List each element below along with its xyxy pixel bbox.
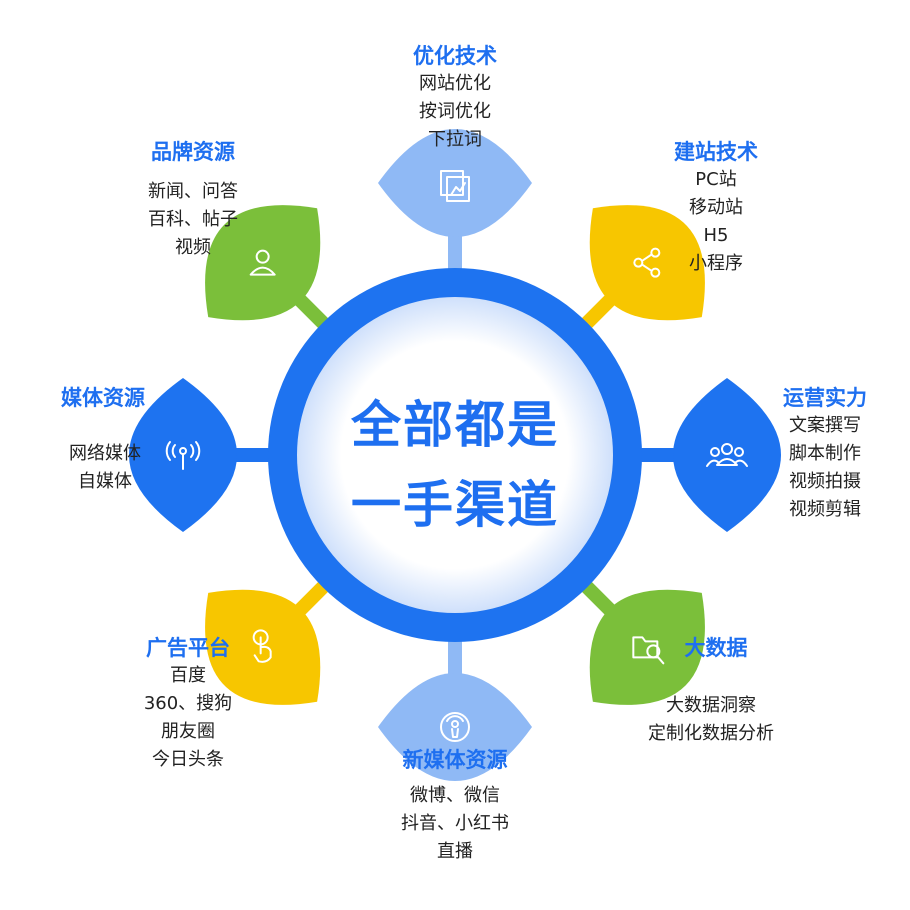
node-item: 视频拍摄 — [789, 471, 861, 492]
center-line-2: 一手渠道 — [351, 476, 559, 534]
center-slogan: 全部都是 一手渠道 — [300, 385, 610, 545]
node-title: 品牌资源 — [151, 140, 235, 164]
node-item: 小程序 — [689, 253, 743, 274]
node-title: 广告平台 — [146, 636, 230, 660]
node-xinmeiti-items: 微博、微信 抖音、小红书 直播 — [365, 782, 545, 866]
node-item: 大数据洞察 — [666, 695, 756, 716]
node-item: 下拉词 — [428, 129, 482, 150]
broadcast-icon — [165, 441, 201, 470]
node-xinmeiti: 新媒体资源 — [375, 746, 535, 774]
node-guanggao: 广告平台 百度 360、搜狗 朋友圈 今日头条 — [118, 634, 258, 774]
hub-inner — [297, 297, 613, 613]
touch-icon — [252, 629, 272, 663]
node-jianzhan: 建站技术 PC站 移动站 H5 小程序 — [646, 138, 786, 278]
folder-search-icon — [632, 636, 665, 665]
node-item: 视频 — [175, 237, 211, 258]
node-title: 大数据 — [684, 636, 748, 660]
node-item: H5 — [703, 225, 729, 246]
node-meiti-items: 网络媒体 自媒体 — [30, 440, 180, 496]
leaf-jianzhan — [589, 205, 705, 321]
node-item: 文案撰写 — [789, 415, 861, 436]
leaf-dashuju — [589, 589, 705, 705]
node-yunying: 运营实力 文案撰写 脚本制作 视频拍摄 视频剪辑 — [750, 384, 900, 524]
podcast-icon — [440, 712, 470, 742]
node-dashuju-items: 大数据洞察 定制化数据分析 — [606, 692, 816, 748]
node-item: 视频剪辑 — [789, 499, 861, 520]
node-meiti: 媒体资源 — [38, 384, 168, 412]
center-line-1: 全部都是 — [351, 396, 559, 454]
node-item: 脚本制作 — [789, 443, 861, 464]
node-item: 抖音、小红书 — [401, 813, 509, 834]
chart-icon — [440, 170, 470, 202]
team-icon — [706, 443, 748, 467]
node-item: 百度 — [170, 665, 206, 686]
user-icon — [249, 249, 276, 276]
leaf-youhua — [378, 129, 532, 237]
node-youhua: 优化技术 网站优化 按词优化 下拉词 — [375, 42, 535, 154]
share-icon — [633, 247, 661, 278]
node-item: PC站 — [695, 169, 737, 190]
node-item: 按词优化 — [419, 101, 491, 122]
node-item: 移动站 — [689, 197, 743, 218]
node-item: 网络媒体 — [69, 443, 141, 464]
node-item: 朋友圈 — [161, 721, 215, 742]
node-item: 微博、微信 — [410, 785, 500, 806]
node-item: 定制化数据分析 — [648, 723, 774, 744]
node-item: 新闻、问答 — [148, 181, 238, 202]
node-item: 自媒体 — [78, 471, 132, 492]
node-pinpai: 品牌资源 — [128, 138, 258, 166]
node-title: 优化技术 — [413, 44, 497, 68]
node-title: 新媒体资源 — [402, 748, 508, 772]
node-item: 网站优化 — [419, 73, 491, 94]
node-dashuju: 大数据 — [676, 634, 756, 662]
node-item: 今日头条 — [152, 749, 224, 770]
node-pinpai-items: 新闻、问答 百科、帖子 视频 — [118, 178, 268, 262]
node-title: 运营实力 — [783, 386, 867, 410]
node-title: 媒体资源 — [61, 386, 145, 410]
node-item: 百科、帖子 — [148, 209, 238, 230]
node-item: 直播 — [437, 841, 473, 862]
node-item: 360、搜狗 — [143, 693, 233, 714]
node-title: 建站技术 — [674, 140, 758, 164]
